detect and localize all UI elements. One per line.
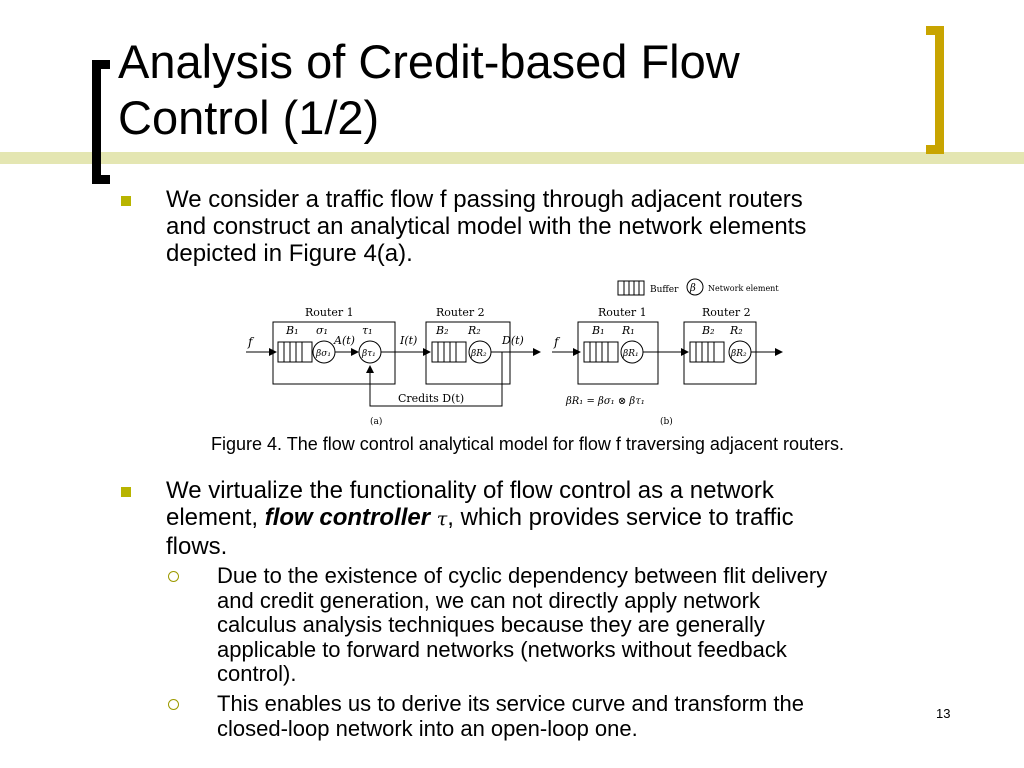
b-flow-f: f xyxy=(553,335,561,349)
b-equation: βR₁ = βσ₁ ⊗ βτ₁ xyxy=(565,396,645,407)
a-router2-label: Router 2 xyxy=(436,306,485,319)
legend-buffer-label: Buffer xyxy=(650,285,679,295)
sub-bullet-circle-icon xyxy=(168,699,179,710)
bullet-2-line: We virtualize the functionality of flow … xyxy=(166,477,774,504)
b-B1: B₁ xyxy=(591,324,605,337)
a-A-t: A(t) xyxy=(333,334,355,347)
a-R2: R₂ xyxy=(467,324,481,337)
bullet-1-line: and construct an analytical model with t… xyxy=(166,213,807,240)
figure-4: Buffer β Network element Router 1 Router… xyxy=(240,274,800,437)
figure-4-diagram: Buffer β Network element Router 1 Router… xyxy=(246,278,783,427)
sub-bullet-2-text: This enables us to derive its service cu… xyxy=(217,691,937,741)
left-bracket-decoration xyxy=(92,60,110,184)
title-underline-band xyxy=(0,152,1024,164)
bullet-square-icon xyxy=(121,196,131,206)
sub-bullet-1-line: control). xyxy=(217,661,297,686)
sub-bullet-1-text: Due to the existence of cyclic dependenc… xyxy=(217,563,937,687)
bullet-2-line: element, flow controller τ, which provid… xyxy=(166,504,936,533)
b-router2-label: Router 2 xyxy=(702,306,751,319)
sub-bullet-1-line: and credit generation, we can not direct… xyxy=(217,587,760,613)
a-tau1: τ₁ xyxy=(362,324,373,337)
a-B2: B₂ xyxy=(435,324,449,337)
figure-legend: Buffer β Network element xyxy=(617,278,779,296)
bullet-2-pre: element, xyxy=(166,504,265,531)
b-beta-R2: βR₂ xyxy=(730,349,747,359)
b-R1: R₁ xyxy=(621,324,635,337)
figure-part-b: Router 1 Router 2 f B₁ R₁ βR₁ B₂ R₂ βR₂ … xyxy=(552,306,783,427)
a-part-label: (a) xyxy=(370,416,382,427)
sub-bullet-2-line: This enables us to derive its service cu… xyxy=(217,691,804,716)
bullet-1-line: We consider a traffic flow f passing thr… xyxy=(166,186,803,213)
legend-beta-symbol: β xyxy=(689,283,696,294)
figure-caption: Figure 4. The flow control analytical mo… xyxy=(211,434,844,454)
b-part-label: (b) xyxy=(660,416,673,427)
a-I-t: I(t) xyxy=(399,334,417,347)
sub-bullet-circle-icon xyxy=(168,571,179,582)
b-router1-label: Router 1 xyxy=(598,306,647,319)
legend-network-element-label: Network element xyxy=(708,284,779,293)
figure-part-a: Router 1 Router 2 f B₁ σ₁ βσ₁ A(t) τ₁ βτ… xyxy=(246,306,541,427)
b-R2: R₂ xyxy=(729,324,743,337)
a-sigma1: σ₁ xyxy=(316,324,328,337)
bullet-1-text: We consider a traffic flow f passing thr… xyxy=(166,186,936,267)
a-beta-tau: βτ₁ xyxy=(361,349,376,359)
sub-bullet-1-line: Due to the existence of cyclic dependenc… xyxy=(217,563,828,588)
b-beta-R1: βR₁ xyxy=(622,349,639,359)
tau-symbol: τ xyxy=(436,508,448,530)
bullet-2-post: , which provides service to traffic xyxy=(447,504,794,531)
bullet-square-icon xyxy=(121,487,131,497)
a-router1-label: Router 1 xyxy=(305,306,354,319)
bullet-1-line: depicted in Figure 4(a). xyxy=(166,240,413,267)
title-line-2: Control (1/2) xyxy=(118,91,380,144)
a-B1: B₁ xyxy=(285,324,299,337)
flow-controller-term: flow controller xyxy=(264,504,431,531)
a-beta-R2: βR₂ xyxy=(470,349,487,359)
bullet-2-line: flows. xyxy=(166,533,228,560)
bullet-2-text: We virtualize the functionality of flow … xyxy=(166,477,936,560)
a-D-t: D(t) xyxy=(501,334,524,347)
a-credits-label: Credits D(t) xyxy=(398,392,464,405)
right-bracket-decoration xyxy=(926,26,944,154)
sub-bullet-1-line: applicable to forward networks (networks… xyxy=(217,636,787,662)
sub-bullet-2-line: closed-loop network into an open-loop on… xyxy=(217,715,638,741)
sub-bullet-1-line: calculus analysis techniques because the… xyxy=(217,612,765,637)
a-beta-sigma: βσ₁ xyxy=(315,349,331,359)
title-line-1: Analysis of Credit-based Flow xyxy=(118,35,740,88)
page-number: 13 xyxy=(936,706,951,721)
slide-title: Analysis of Credit-based Flow Control (1… xyxy=(118,34,918,146)
a-flow-f: f xyxy=(247,335,255,349)
b-B2: B₂ xyxy=(701,324,715,337)
